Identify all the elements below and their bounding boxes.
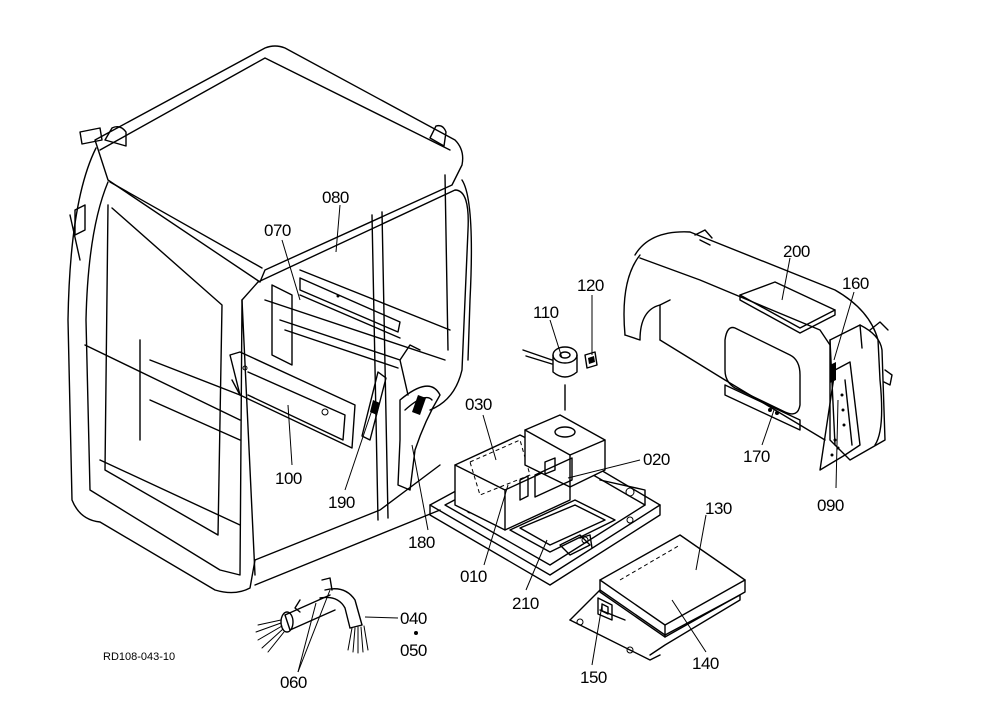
label-110: 110	[533, 303, 559, 322]
label-070: 070	[264, 221, 291, 240]
label-210: 210	[512, 594, 539, 613]
part-200-cover	[623, 229, 883, 446]
part-020-box	[524, 414, 606, 498]
part-180-trim	[397, 385, 441, 491]
leader-lines	[281, 204, 855, 673]
label-100: 100	[275, 469, 302, 488]
label-130: 130	[705, 499, 732, 518]
part-210-plate	[509, 499, 616, 556]
label-190: 190	[328, 493, 355, 512]
label-050: 050	[400, 641, 427, 660]
reference-code: RD108-043-10	[103, 651, 175, 663]
label-140: 140	[692, 654, 719, 673]
label-060: 060	[280, 673, 307, 692]
label-030: 030	[465, 395, 492, 414]
part-090-panel	[819, 361, 861, 471]
label-170: 170	[743, 447, 770, 466]
part-100-panel	[229, 351, 356, 449]
label-020: 020	[643, 450, 670, 469]
part-060-hose	[255, 577, 336, 653]
label-120: 120	[577, 276, 604, 295]
part-190-strip	[361, 371, 387, 441]
part-110-knob	[522, 346, 578, 411]
label-separator-dot	[414, 631, 418, 635]
part-080-trim	[299, 277, 401, 339]
label-150: 150	[580, 668, 607, 687]
label-180: 180	[408, 533, 435, 552]
label-090: 090	[817, 496, 844, 515]
cab-frame	[67, 45, 473, 594]
part-labels: 080 070 100 190 180 030 020 010 210 110 …	[103, 188, 869, 692]
label-080: 080	[322, 188, 349, 207]
part-130-box	[599, 534, 746, 638]
part-040-hose	[319, 588, 369, 654]
label-010: 010	[460, 567, 487, 586]
part-070-frame	[271, 284, 421, 396]
label-200: 200	[783, 242, 810, 261]
part-120-clip	[584, 351, 598, 369]
label-040: 040	[400, 609, 427, 628]
label-160: 160	[842, 274, 869, 293]
part-150-bracket	[576, 597, 634, 654]
part-170-strip	[724, 384, 801, 431]
part-160-side	[829, 321, 893, 461]
